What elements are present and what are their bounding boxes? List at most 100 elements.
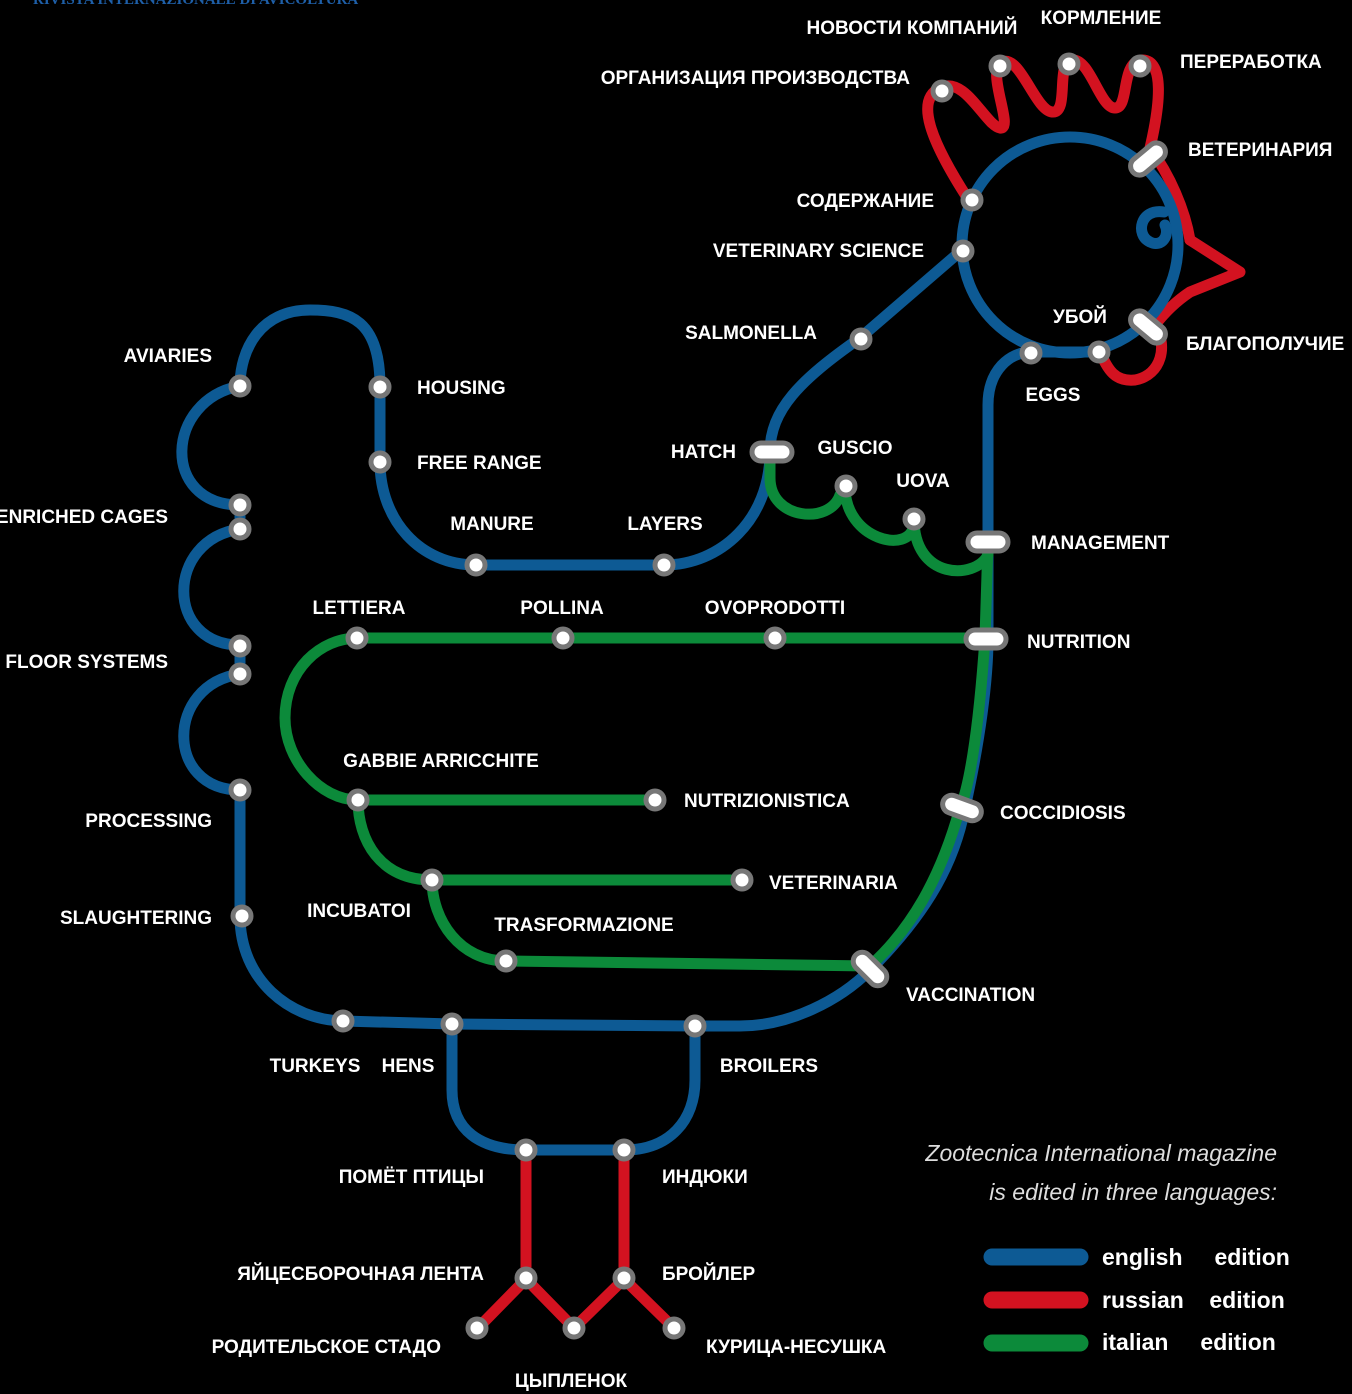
- label-free-range: FREE RANGE: [417, 453, 542, 474]
- label-hens: HENS: [382, 1056, 435, 1077]
- stop-trasformazione: [494, 949, 518, 973]
- label-tsyplenok: ЦЫПЛЕНОК: [515, 1371, 628, 1392]
- label-manure: MANURE: [450, 514, 533, 535]
- italian-line-wave: [764, 446, 994, 577]
- stop-slaughtering: [230, 904, 254, 928]
- stop-salmonella: [849, 327, 873, 351]
- label-broyler: БРОЙЛЕР: [662, 1263, 756, 1285]
- label-slaughtering: SLAUGHTERING: [60, 908, 212, 929]
- stop-pererabotka: [1128, 54, 1152, 78]
- stop-tsyplenok: [562, 1316, 586, 1340]
- stop-hatch: [749, 440, 795, 464]
- header-clip: RIVISTA INTERNAZIONALE DI AVICOLTURA: [33, 0, 358, 8]
- label-pererabotka: ПЕРЕРАБОТКА: [1180, 52, 1322, 73]
- label-blagopoluchie: БЛАГОПОЛУЧИЕ: [1186, 334, 1344, 355]
- stop-aviaries: [228, 374, 252, 398]
- legend-note-line1: Zootecnica International magazine: [924, 1140, 1277, 1166]
- stop-indyuki: [612, 1138, 636, 1162]
- legend-label-english: english edition: [1102, 1244, 1290, 1270]
- stop-nutrition: [963, 627, 1009, 651]
- label-pollina: POLLINA: [520, 598, 604, 619]
- label-incubatoi: INCUBATOI: [307, 901, 411, 922]
- label-kuritsa: КУРИЦА-НЕСУШКА: [706, 1337, 887, 1358]
- label-soderzhanie: СОДЕРЖАНИЕ: [797, 191, 934, 212]
- label-uova: UOVA: [896, 471, 950, 492]
- label-yaytsesbor: ЯЙЦЕСБОРОЧНАЯ ЛЕНТА: [237, 1263, 484, 1285]
- label-layers: LAYERS: [627, 514, 702, 535]
- label-hatch: HATCH: [671, 442, 736, 463]
- stop-gabbie: [346, 788, 370, 812]
- stop-management: [965, 530, 1011, 554]
- stop-blagopoluchie: [1128, 308, 1168, 346]
- label-nutrition: NUTRITION: [1027, 632, 1130, 653]
- label-enriched-cages: ENRICHED CAGES: [0, 507, 168, 528]
- label-salmonella: SALMONELLA: [685, 323, 817, 344]
- label-gabbie: GABBIE ARRICCHITE: [343, 751, 539, 772]
- stop-yaytsesbor: [514, 1266, 538, 1290]
- eye-icon: [1136, 206, 1172, 249]
- stop-pollina: [551, 626, 575, 650]
- stop-vaccination: [850, 949, 890, 989]
- stop-soderzhanie: [960, 188, 984, 212]
- stop-broilers: [683, 1014, 707, 1038]
- label-indyuki: ИНДЮКИ: [662, 1167, 748, 1188]
- stop-housing: [368, 375, 392, 399]
- label-uboy: УБОЙ: [1053, 306, 1107, 328]
- label-veterinary-science: VETERINARY SCIENCE: [713, 241, 924, 262]
- english-line-neck-tail: [234, 244, 968, 571]
- label-veterinaria-it: VETERINARIA: [769, 873, 898, 894]
- label-pomet: ПОМЁТ ПТИЦЫ: [339, 1167, 484, 1188]
- label-guscio: GUSCIO: [818, 438, 893, 459]
- label-veterinariya: ВЕТЕРИНАРИЯ: [1188, 140, 1332, 161]
- label-aviaries: AVIARIES: [124, 346, 212, 367]
- stop-organizatsiya: [930, 79, 954, 103]
- stop-free-range: [368, 450, 392, 474]
- stop-kuritsa: [662, 1316, 686, 1340]
- stop-layers: [652, 553, 676, 577]
- stop-enriched-cages-a: [228, 493, 252, 517]
- stop-roditelskoe: [465, 1316, 489, 1340]
- station-labels: НОВОСТИ КОМПАНИЙ КОРМЛЕНИЕ ПЕРЕРАБОТКА О…: [0, 8, 1344, 1392]
- stop-coccidiosis: [940, 792, 984, 824]
- stop-hens: [440, 1012, 464, 1036]
- stop-broyler: [612, 1266, 636, 1290]
- label-coccidiosis: COCCIDIOSIS: [1000, 803, 1126, 824]
- label-eggs: EGGS: [1026, 385, 1081, 406]
- stop-incubatoi: [420, 868, 444, 892]
- stop-pomet: [514, 1138, 538, 1162]
- label-roditelskoe: РОДИТЕЛЬСКОЕ СТАДО: [212, 1337, 441, 1358]
- label-broilers: BROILERS: [720, 1056, 818, 1077]
- stop-manure: [464, 553, 488, 577]
- stop-veterinaria-it: [730, 868, 754, 892]
- stop-nutrizionistica: [643, 788, 667, 812]
- stop-processing: [228, 778, 252, 802]
- stop-lettiera: [345, 626, 369, 650]
- stop-floor-systems-a: [228, 634, 252, 658]
- label-novosti: НОВОСТИ КОМПАНИЙ: [807, 17, 1018, 39]
- label-turkeys: TURKEYS: [270, 1056, 361, 1077]
- label-management: MANAGEMENT: [1031, 533, 1170, 554]
- label-organizatsiya: ОРГАНИЗАЦИЯ ПРОИЗВОДСТВА: [601, 68, 911, 89]
- label-ovoprodotti: OVOPRODOTTI: [705, 598, 845, 619]
- legend-note-line2: is edited in three languages:: [989, 1179, 1277, 1205]
- label-floor-systems: FLOOR SYSTEMS: [5, 652, 168, 673]
- label-lettiera: LETTIERA: [313, 598, 406, 619]
- legend-label-italian: italian edition: [1102, 1329, 1276, 1355]
- stop-floor-systems-b: [228, 662, 252, 686]
- label-trasformazione: TRASFORMAZIONE: [494, 915, 673, 936]
- stops: [228, 52, 1168, 1340]
- legend: Zootecnica International magazine is edi…: [924, 1140, 1289, 1355]
- russian-line-legs: [472, 1144, 680, 1334]
- russian-line-comb: [922, 54, 1196, 246]
- english-line-legs: [446, 1018, 701, 1156]
- label-vaccination: VACCINATION: [906, 985, 1035, 1006]
- stop-eggs: [1019, 341, 1043, 365]
- stop-ovoprodotti: [763, 626, 787, 650]
- stop-uova: [902, 507, 926, 531]
- label-processing: PROCESSING: [85, 811, 212, 832]
- stop-guscio: [834, 474, 858, 498]
- legend-label-russian: russian edition: [1102, 1287, 1285, 1313]
- label-nutrizionistica: NUTRIZIONISTICA: [684, 791, 850, 812]
- stop-novosti: [988, 54, 1012, 78]
